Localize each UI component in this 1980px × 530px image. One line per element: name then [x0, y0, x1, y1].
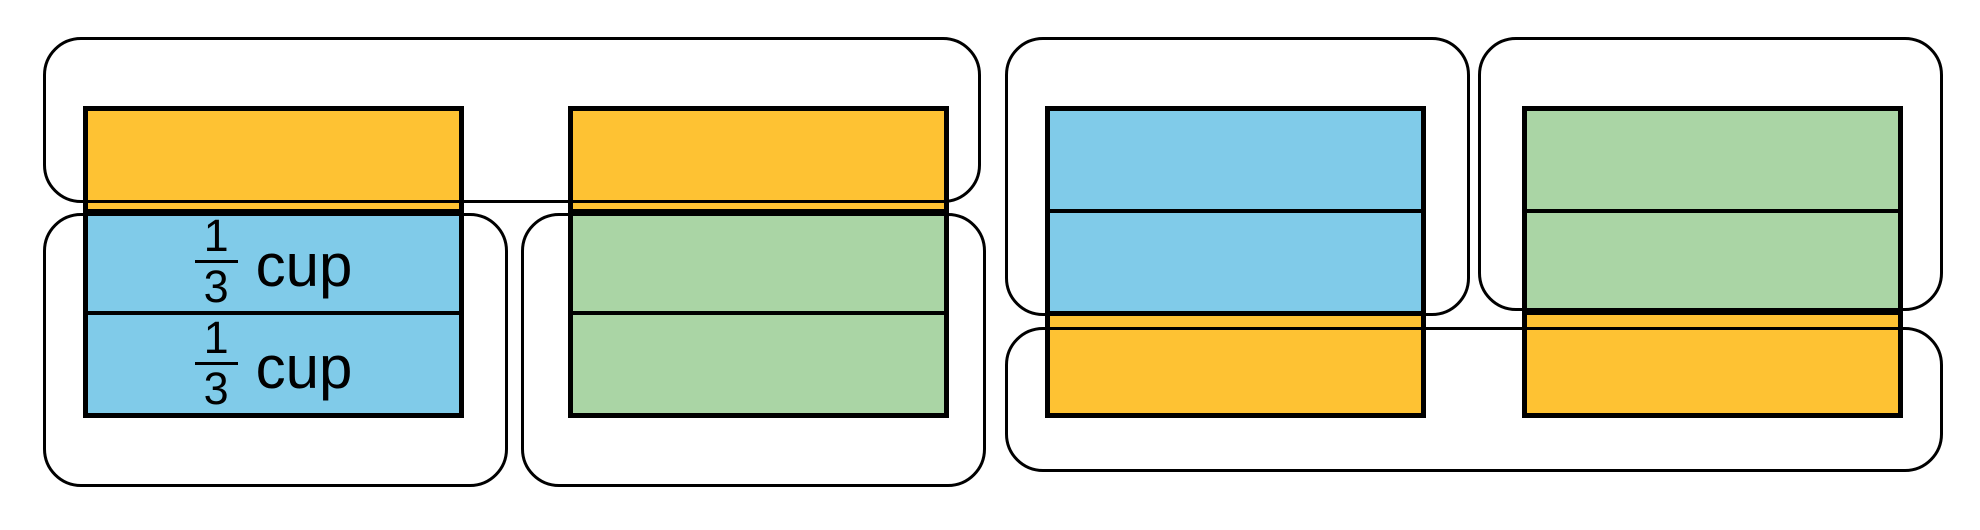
bar-1-section-top [88, 111, 459, 209]
one-third-cup-label: 1 3 cup [88, 315, 459, 413]
cup-bar-3 [1045, 106, 1426, 418]
cup-bar-2 [568, 106, 949, 418]
fraction-denominator: 3 [203, 261, 229, 312]
fraction-bar [194, 362, 238, 365]
unit-text: cup [255, 334, 353, 401]
fraction-bar [194, 260, 238, 263]
unit-text: cup [255, 232, 353, 299]
bar-3-section-top [1050, 111, 1421, 209]
bar-1-section-middle: 1 3 cup [88, 209, 459, 311]
bar-3-section-middle [1050, 209, 1421, 311]
cup-bar-4 [1522, 106, 1903, 418]
bar-2-section-bottom [573, 311, 944, 413]
bar-4-section-middle [1527, 209, 1898, 311]
fraction-one-third: 1 3 [194, 312, 238, 414]
bar-2-section-middle [573, 209, 944, 311]
cup-bar-1: 1 3 cup 1 3 cup [83, 106, 464, 418]
bar-1-section-bottom: 1 3 cup [88, 311, 459, 413]
bar-4-section-bottom [1527, 311, 1898, 413]
one-third-cup-label: 1 3 cup [88, 213, 459, 311]
fraction-denominator: 3 [203, 363, 229, 414]
bar-2-section-top [573, 111, 944, 209]
fraction-one-third: 1 3 [194, 210, 238, 312]
fraction-numerator: 1 [203, 210, 229, 262]
bar-4-section-top [1527, 111, 1898, 209]
fraction-numerator: 1 [203, 312, 229, 364]
bar-3-section-bottom [1050, 311, 1421, 413]
